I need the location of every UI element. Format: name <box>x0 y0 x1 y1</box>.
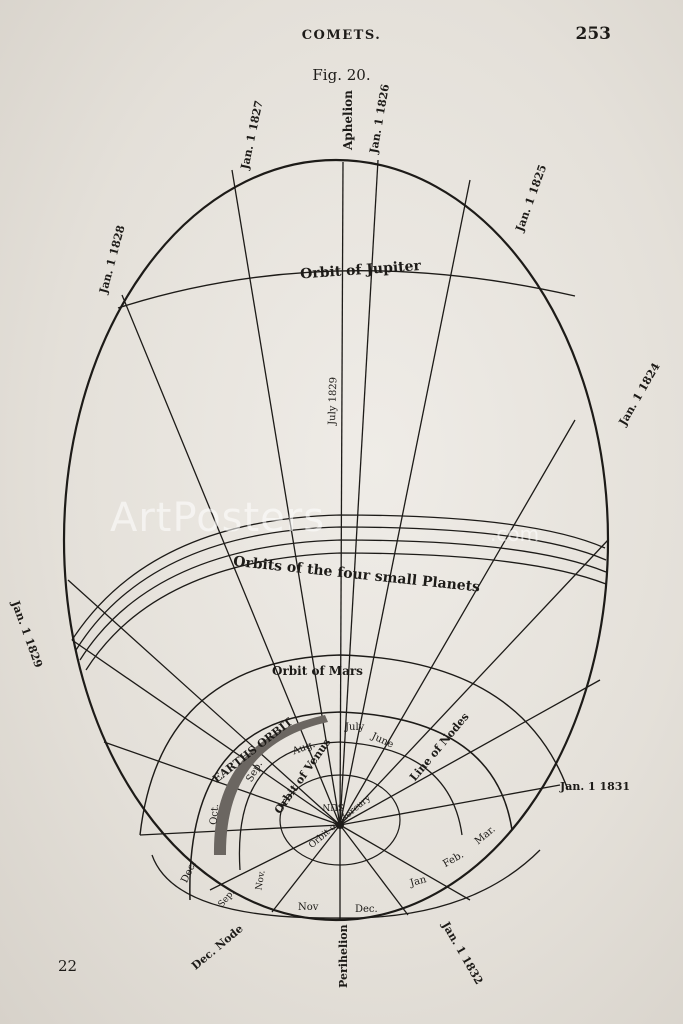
page-number: 253 <box>575 24 612 44</box>
sun-icon <box>336 821 344 829</box>
line-of-nodes-label: Line of Nodes <box>407 710 472 783</box>
dec-node-label: Dec. Node <box>189 922 246 972</box>
comet-position-label: Jan. 1 1831 <box>559 780 630 793</box>
watermark: ArtPosters <box>110 495 326 541</box>
sun-label: SUN <box>322 801 344 811</box>
month-label: Jan <box>408 874 428 889</box>
small-planets-orbit-1 <box>71 514 606 641</box>
comet-inner-path <box>151 849 541 919</box>
month-label: Sep. <box>217 888 238 910</box>
month-label: July <box>344 722 365 733</box>
earth-orbit <box>189 711 513 901</box>
july-1829-label: July 1829 <box>327 377 340 426</box>
signature-mark: 22 <box>58 957 78 975</box>
comet-position-label: Jan. 1 1828 <box>97 224 128 296</box>
comet-position-label: Jan. 1 1826 <box>367 83 392 156</box>
jupiter-orbit-label: Orbit of Jupiter <box>300 258 422 282</box>
watermark-tld: .com <box>490 522 540 546</box>
small-planets-label: Orbits of the four small Planets <box>232 554 480 596</box>
mars-orbit-label: Orbit of Mars <box>272 664 363 678</box>
earth-orbit-shading <box>213 715 328 855</box>
month-label: Nov. <box>254 869 267 891</box>
venus-orbit <box>238 741 463 871</box>
comet-position-label: Jan. 1 1832 <box>439 919 486 987</box>
running-head: COMETS. <box>301 28 382 43</box>
figure-caption: Fig. 20. <box>312 66 371 84</box>
month-label: Mar. <box>473 824 498 847</box>
small-planets-orbit-3 <box>79 539 607 661</box>
month-label: Oct. <box>208 804 221 826</box>
radial-lines <box>67 159 609 920</box>
month-label: Dec. <box>355 904 378 915</box>
jupiter-orbit <box>117 270 576 309</box>
month-label: Dec. <box>179 859 199 884</box>
comet-position-label: Jan. 1 1829 <box>8 598 45 669</box>
month-label: Feb. <box>441 849 465 869</box>
perihelion-label: Perihelion <box>337 924 350 988</box>
comet-position-label: Jan. 1 1824 <box>616 360 663 428</box>
month-label: Nov <box>298 902 319 913</box>
small-planets-orbit-2 <box>75 526 607 651</box>
mars-orbit <box>139 654 569 836</box>
comet-position-label: Jan. 1 1827 <box>238 99 265 171</box>
aphelion-label: Aphelion <box>341 90 355 151</box>
small-planets-orbit-4 <box>85 552 607 671</box>
mercury-orbit <box>279 774 401 866</box>
comet-position-label: Jan. 1 1825 <box>513 163 550 234</box>
